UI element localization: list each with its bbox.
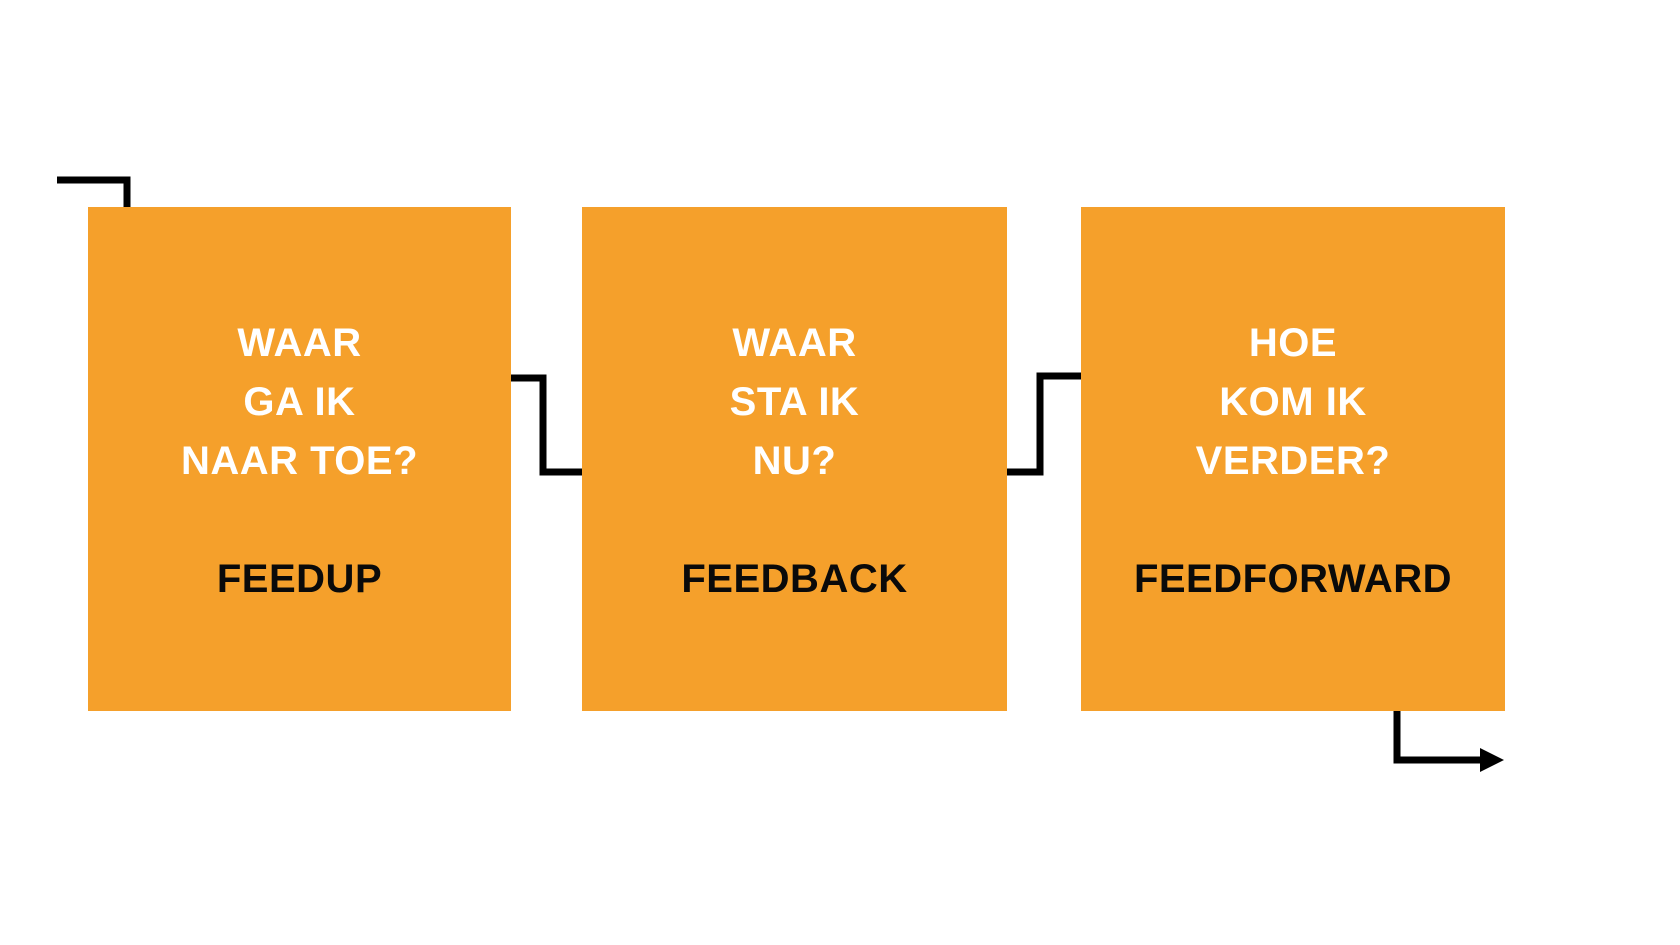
arrowhead-icon [1480,748,1504,772]
question-line: GA IK [243,380,356,424]
question-line: WAAR [732,321,857,365]
feedup-question: WAAR GA IK NAAR TOE? [88,314,511,491]
question-line: NAAR TOE? [180,439,419,483]
feedforward-label: FEEDFORWARD [1133,557,1453,601]
feedup-box: WAAR GA IK NAAR TOE? FEEDUP [88,207,511,711]
question-line: STA IK [729,380,860,424]
question-line: VERDER? [1195,439,1391,483]
feedforward-box: HOE KOM IK VERDER? FEEDFORWARD [1081,207,1505,711]
feedback-label: FEEDBACK [681,557,908,601]
question-line: NU? [752,439,837,483]
feedforward-question: HOE KOM IK VERDER? [1081,314,1505,491]
question-line: WAAR [237,321,362,365]
feedback-question: WAAR STA IK NU? [582,314,1007,491]
question-line: KOM IK [1219,380,1367,424]
feedback-box: WAAR STA IK NU? FEEDBACK [582,207,1007,711]
feedup-label: FEEDUP [216,557,383,601]
question-line: HOE [1248,321,1338,365]
